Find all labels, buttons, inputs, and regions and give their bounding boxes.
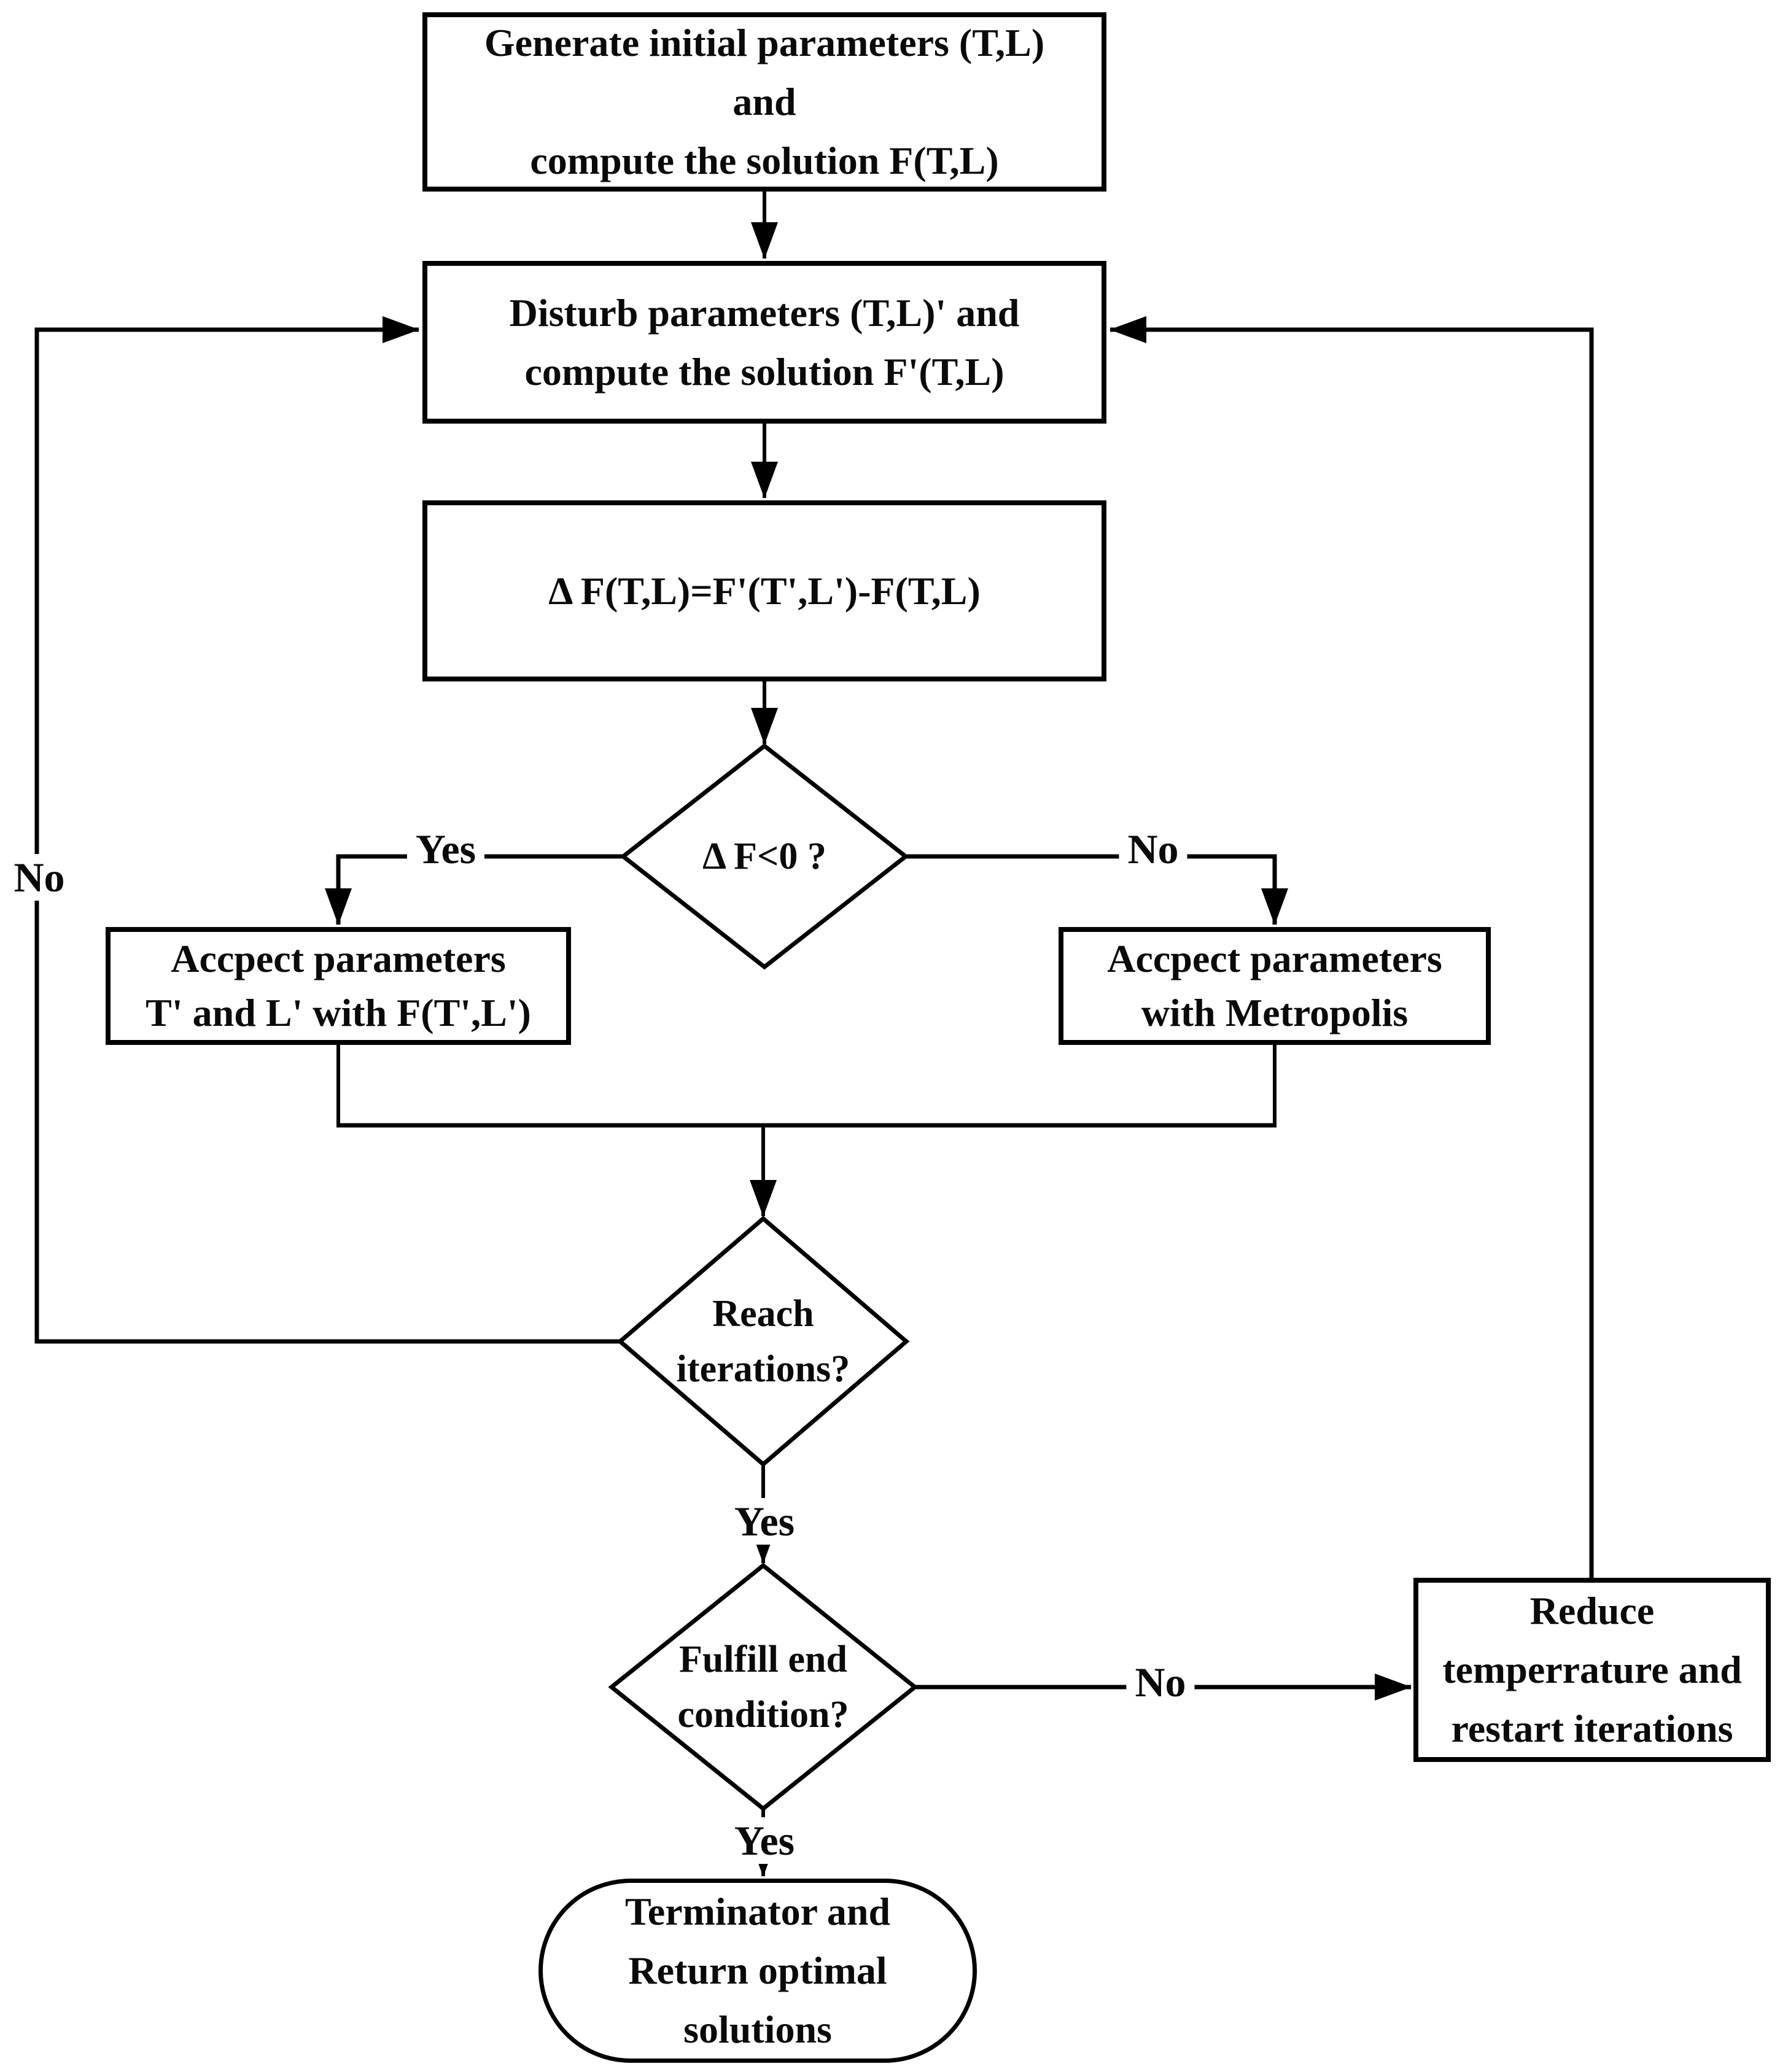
generate-parameters-box: Generate initial parameters (T,L) and co… <box>422 12 1106 192</box>
decision-iterations-label: Reach iterations? <box>676 1293 850 1390</box>
decision-delta-diamond <box>620 743 909 970</box>
accept-metropolis-box: Accpect parameters with Metropolis <box>1059 927 1491 1045</box>
edge-no-accept-metropolis <box>906 854 1288 925</box>
edge-label-no-end: No <box>1126 1659 1195 1705</box>
decision-end-label: Fulfill end condition? <box>677 1639 849 1736</box>
decision-end-diamond <box>608 1562 919 1812</box>
disturb-parameters-box: Disturb parameters (T,L)' and compute th… <box>422 261 1106 424</box>
edge-label-no-iterations: No <box>5 854 74 901</box>
edge-label-yes-end: Yes <box>725 1817 804 1864</box>
terminator-node: Terminator and Return optimal solutions <box>538 1879 977 2063</box>
accept-direct-box: Accpect parameters T' and L' with F(T',L… <box>106 927 571 1045</box>
edge-label-yes-iterations: Yes <box>725 1498 804 1545</box>
edge-label-yes-delta: Yes <box>406 826 485 872</box>
reduce-temperature-box: Reduce temperrature and restart iteratio… <box>1413 1578 1771 1762</box>
decision-iterations-diamond <box>616 1216 910 1467</box>
delta-computation-box: Δ F(T,L)=F'(T',L')-F(T,L) <box>422 500 1106 681</box>
edge-no-iterations-loop <box>34 316 620 1344</box>
edge-label-no-delta: No <box>1119 826 1187 872</box>
edge-yes-accept-direct <box>325 854 623 925</box>
decision-delta-label: Δ F<0 ? <box>702 836 826 877</box>
edge-reduce-disturb-loop <box>1110 316 1594 1578</box>
